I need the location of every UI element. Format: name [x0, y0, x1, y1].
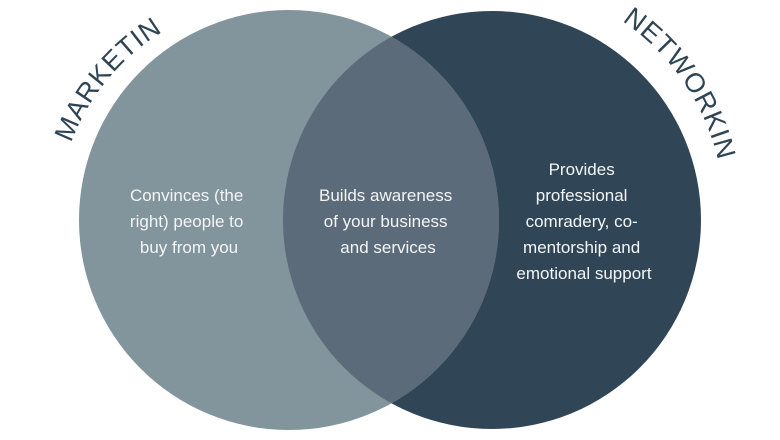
networking-description-line: Provides — [549, 160, 615, 179]
marketing-description-line: Convinces (the — [130, 186, 243, 205]
marketing-description-line: right) people to — [130, 212, 243, 231]
overlap-region — [283, 11, 499, 429]
networking-description-line: professional — [536, 186, 628, 205]
marketing-description-line: buy from you — [140, 238, 238, 257]
marketing-description: Convinces (the right) people to buy from… — [130, 186, 248, 257]
networking-description: Provides professional comradery, co- men… — [516, 160, 651, 283]
overlap-description-line: and services — [340, 238, 435, 257]
overlap-description-line: Builds awareness — [319, 186, 452, 205]
networking-description-line: comradery, co- — [526, 212, 638, 231]
networking-description-line: mentorship and — [523, 238, 640, 257]
overlap-description-line: of your business — [324, 212, 448, 231]
overlap-description: Builds awareness of your business and se… — [319, 186, 457, 257]
networking-description-line: emotional support — [516, 264, 651, 283]
